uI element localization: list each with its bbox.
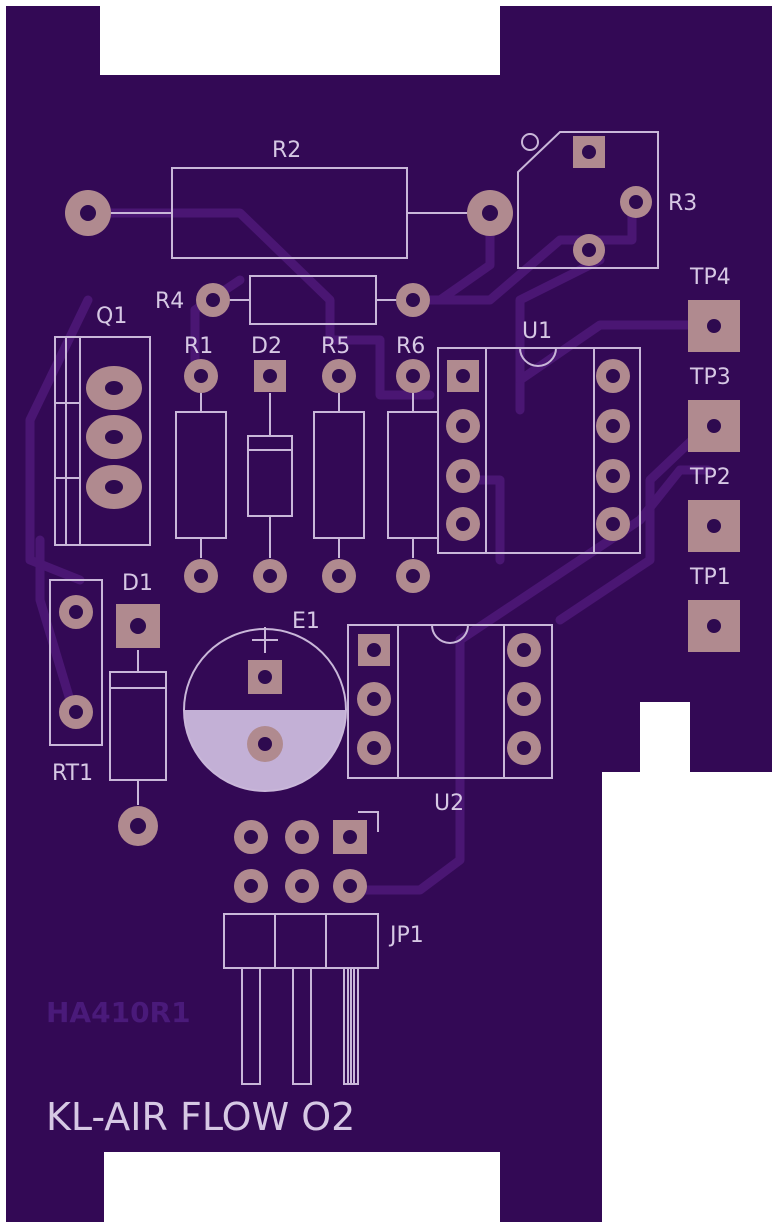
- component-d1: D1: [109, 571, 167, 846]
- label-e1: E1: [292, 609, 320, 634]
- label-r4: R4: [155, 289, 184, 314]
- label-tp1: TP1: [689, 565, 731, 590]
- label-r5: R5: [321, 334, 350, 359]
- component-r2: R2: [65, 138, 513, 259]
- label-d1: D1: [122, 571, 153, 596]
- label-r6: R6: [396, 334, 425, 359]
- label-tp4: TP4: [689, 265, 731, 290]
- component-q1: Q1: [54, 304, 151, 546]
- label-jp1: JP1: [388, 923, 424, 948]
- component-tp1: TP1: [688, 565, 740, 652]
- component-jp1: JP1: [223, 811, 424, 1085]
- revision-text: HA410R1: [46, 996, 191, 1029]
- component-r5: R5: [313, 334, 365, 593]
- label-r3: R3: [668, 191, 697, 216]
- label-r2: R2: [272, 138, 301, 163]
- label-q1: Q1: [96, 304, 127, 329]
- label-d2: D2: [251, 334, 282, 359]
- label-u2: U2: [434, 791, 464, 816]
- component-tp4: TP4: [688, 265, 740, 352]
- component-tp2: TP2: [688, 465, 740, 552]
- component-tp3: TP3: [688, 365, 740, 452]
- label-u1: U1: [522, 319, 552, 344]
- component-r6: R6: [387, 334, 439, 593]
- component-r3: R3: [517, 131, 697, 269]
- label-r1: R1: [184, 334, 213, 359]
- component-e1: E1: [183, 609, 347, 792]
- label-tp2: TP2: [689, 465, 731, 490]
- label-tp3: TP3: [689, 365, 731, 390]
- component-u2: U2: [347, 624, 553, 816]
- component-r1: R1: [175, 334, 227, 593]
- board-title: KL-AIR FLOW O2: [46, 1095, 355, 1139]
- component-r4: R4: [155, 275, 430, 325]
- component-d2: D2: [247, 334, 293, 593]
- label-rt1: RT1: [52, 761, 93, 786]
- component-u1: U1: [437, 319, 641, 554]
- component-rt1: RT1: [49, 579, 103, 786]
